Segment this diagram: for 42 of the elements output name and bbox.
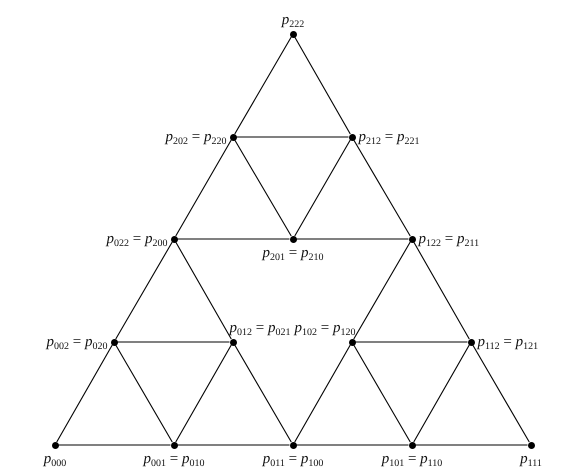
point-label: p$_{202}$ = p$_{220}$ bbox=[166, 130, 226, 144]
line-segment bbox=[234, 36, 292, 134]
line-segment bbox=[353, 344, 411, 442]
point-label: p$_{022}$ = p$_{200}$ bbox=[106, 232, 168, 246]
point-label: p$_{201}$ = p$_{210}$ bbox=[262, 246, 324, 260]
point-label: p$_{111}$ bbox=[520, 452, 542, 466]
line-segment bbox=[294, 140, 351, 236]
point-label: p$_{002}$ = p$_{020}$ bbox=[46, 334, 108, 350]
line-segment bbox=[175, 140, 232, 236]
point-label: p$_{101}$ = p$_{110}$ bbox=[382, 452, 442, 466]
point-label: p$_{102}$ = p$_{120}$ bbox=[294, 320, 356, 336]
line-segment bbox=[353, 242, 411, 340]
line-segment bbox=[472, 344, 530, 442]
line-segment bbox=[294, 36, 351, 134]
line-segment bbox=[356, 341, 468, 343]
point-label: p$_{212}$ = p$_{221}$ bbox=[358, 130, 420, 144]
line-segment bbox=[115, 344, 173, 442]
line-segment bbox=[175, 242, 232, 340]
line-segment bbox=[58, 444, 170, 446]
line-segment bbox=[178, 444, 290, 446]
line-segment bbox=[56, 344, 113, 442]
line-segment bbox=[353, 140, 411, 236]
line-segment bbox=[115, 242, 173, 340]
line-segment bbox=[416, 444, 528, 446]
line-segment bbox=[234, 344, 292, 442]
line-segment bbox=[294, 344, 351, 442]
line-segment bbox=[234, 140, 292, 236]
point-label: p$_{000}$ bbox=[44, 452, 66, 466]
point-label: p$_{222}$ bbox=[282, 12, 304, 28]
point-label: p$_{122}$ = p$_{211}$ bbox=[418, 232, 480, 246]
line-segment bbox=[413, 242, 470, 340]
point-label: p$_{011}$ = p$_{100}$ bbox=[262, 452, 324, 466]
point-label: p$_{001}$ = p$_{010}$ bbox=[144, 452, 204, 466]
line-segment bbox=[413, 344, 470, 442]
line-segment bbox=[118, 341, 230, 343]
line-segment bbox=[296, 238, 408, 240]
line-segment bbox=[296, 444, 408, 446]
point-label: p$_{112}$ = p$_{121}$ bbox=[478, 334, 538, 350]
point-label: p$_{012}$ = p$_{021}$ bbox=[230, 320, 290, 336]
line-segment bbox=[178, 238, 290, 240]
line-segment bbox=[236, 136, 348, 138]
line-segment bbox=[175, 344, 232, 442]
